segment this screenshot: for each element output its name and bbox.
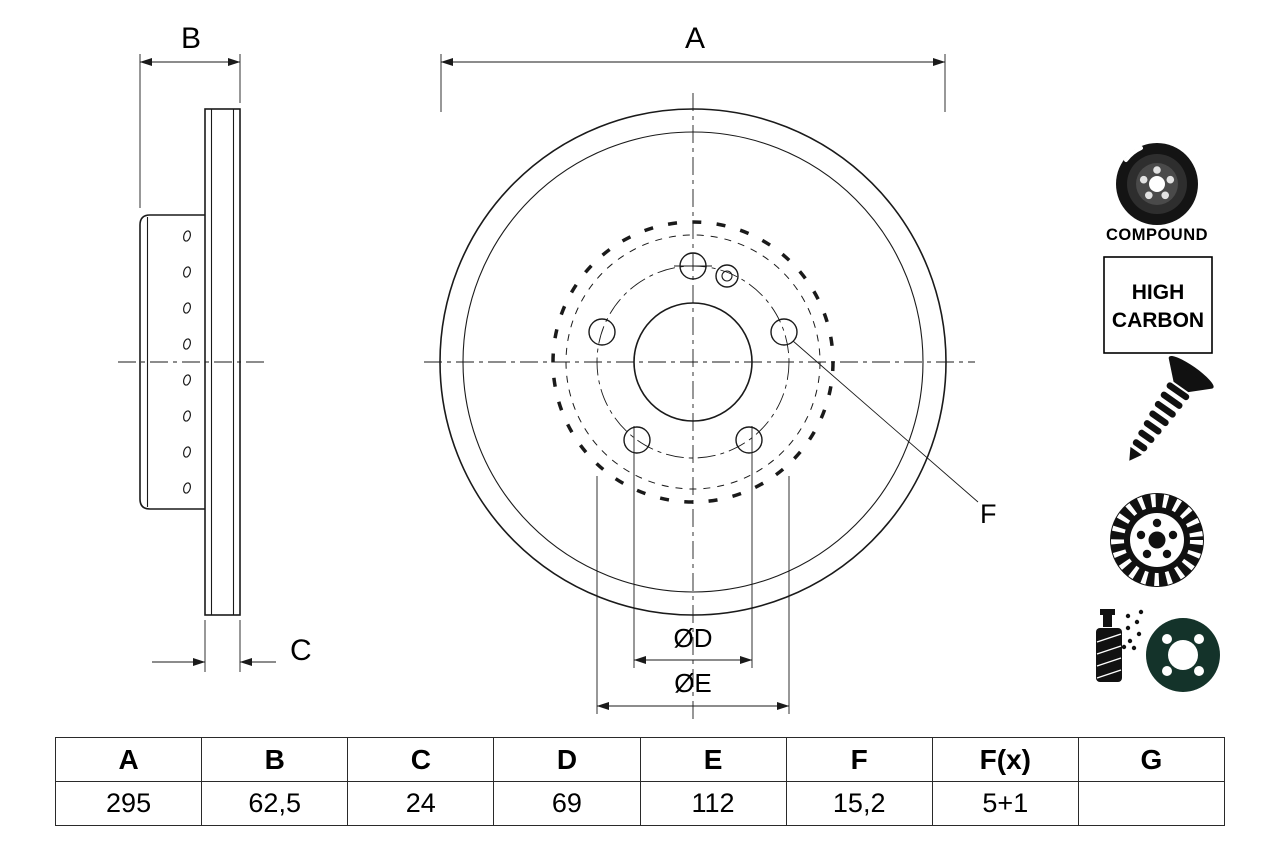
table-header-cell: B	[201, 737, 349, 782]
table-value-row: 295 62,5 24 69 112 15,2 5+1	[54, 781, 1226, 826]
front-view	[424, 93, 975, 722]
dimension-a: A	[440, 22, 946, 112]
dim-b-label: B	[181, 22, 201, 55]
compound-label: COMPOUND	[1106, 226, 1208, 244]
table-value-cell	[1077, 781, 1226, 826]
table-header-cell: F(x)	[931, 737, 1079, 782]
dimension-b: B	[139, 22, 241, 208]
high-carbon-line2: CARBON	[1112, 309, 1204, 332]
dimension-d: ØD	[633, 426, 753, 668]
hat-section	[139, 214, 205, 510]
coating-spray-icon	[1096, 609, 1220, 692]
side-view	[118, 108, 268, 616]
table-value-cell: 5+1	[931, 781, 1079, 826]
table-header-cell: F	[785, 737, 933, 782]
table-header-row: A B C D E F F(x) G	[54, 737, 1226, 782]
table-header-cell: C	[347, 737, 495, 782]
locating-pin-hole	[715, 264, 739, 288]
callout-f: F	[792, 340, 997, 529]
countersunk-screw-icon	[1129, 355, 1214, 461]
table-value-cell: 24	[347, 781, 495, 826]
table-header-cell: D	[493, 737, 641, 782]
table-header-cell: A	[54, 737, 203, 782]
dimensions-table: A B C D E F F(x) G 295 62,5 24 69 112 15…	[54, 737, 1226, 826]
hat-hole-marks	[183, 230, 191, 494]
dim-a-label: A	[685, 22, 705, 55]
dim-f-label: F	[980, 499, 997, 529]
dim-c-label: C	[290, 634, 312, 667]
high-carbon-badge: HIGH CARBON	[1103, 256, 1213, 354]
dim-d-label: ØD	[674, 623, 713, 653]
vented-brake-disc-icon	[1110, 493, 1204, 587]
technical-drawing: B C	[118, 22, 1220, 722]
feature-icons: COMPOUND HIGH CARBON	[1096, 143, 1220, 692]
table-value-cell: 69	[493, 781, 641, 826]
high-carbon-line1: HIGH	[1132, 281, 1185, 304]
dim-e-label: ØE	[674, 668, 712, 698]
table-value-cell: 295	[54, 781, 203, 826]
table-header-cell: G	[1077, 737, 1226, 782]
spray-dots	[1121, 609, 1144, 651]
table-header-cell: E	[639, 737, 787, 782]
table-value-cell: 62,5	[201, 781, 349, 826]
dimension-c: C	[152, 620, 312, 672]
dimension-e: ØE	[596, 476, 790, 714]
table-value-cell: 15,2	[785, 781, 933, 826]
compound-disc-icon: COMPOUND	[1106, 143, 1208, 244]
table-value-cell: 112	[639, 781, 787, 826]
